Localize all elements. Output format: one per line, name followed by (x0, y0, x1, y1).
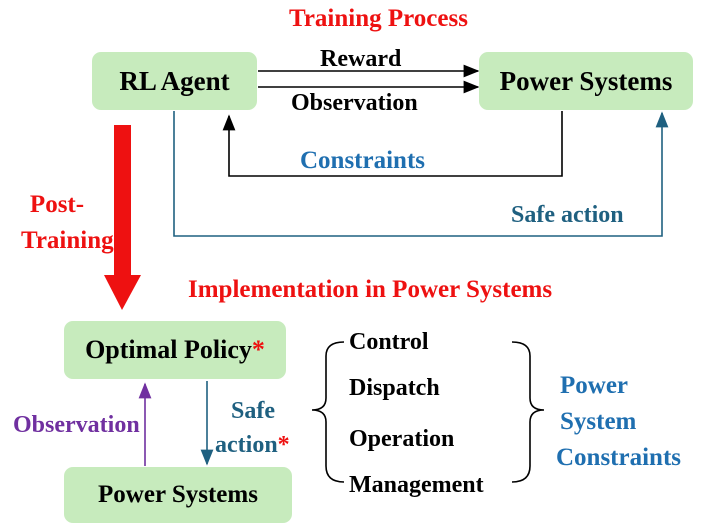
observation-label-top: Observation (291, 90, 418, 116)
power-systems-box-top: Power Systems (479, 52, 693, 110)
safe-action-line1: Safe (231, 398, 275, 424)
left-brace (311, 341, 345, 483)
group-line3: Constraints (556, 444, 682, 471)
power-system-constraints-label: Power System Constraints (556, 368, 681, 476)
safe-action-line2: action (215, 432, 278, 458)
power-systems-label-top: Power Systems (499, 65, 673, 96)
group-line2: System (560, 408, 637, 435)
power-systems-box-bottom: Power Systems (64, 467, 292, 523)
training-process-title: Training Process (289, 5, 468, 32)
power-systems-label-bottom: Power Systems (98, 481, 258, 508)
post-training-label: Post- Training (21, 187, 114, 259)
safe-action-label: Safe action (511, 202, 624, 228)
constraint-item-operation: Operation (349, 426, 455, 452)
safe-action-star: * (277, 432, 290, 458)
implementation-title: Implementation in Power Systems (188, 276, 553, 303)
post-training-line1: Post- (29, 191, 85, 218)
post-training-arrow-head (104, 275, 141, 310)
rl-agent-box: RL Agent (92, 52, 257, 110)
post-training-arrow-shaft (114, 125, 131, 275)
constraint-item-dispatch: Dispatch (349, 375, 440, 401)
constraint-item-control: Control (349, 329, 429, 355)
observation-label-bottom: Observation (13, 412, 140, 438)
constraints-label: Constraints (300, 147, 426, 174)
safe-action-arrow (173, 111, 669, 237)
constraints-arrow (222, 111, 563, 177)
reward-label: Reward (320, 46, 402, 72)
constraint-item-management: Management (349, 472, 484, 498)
optimal-policy-star: * (251, 335, 265, 364)
optimal-policy-label: Optimal Policy (85, 335, 252, 364)
safe-action-label-bottom: Safe action* (215, 394, 290, 462)
rl-agent-label: RL Agent (119, 65, 230, 96)
optimal-policy-box: Optimal Policy* (64, 321, 286, 379)
right-brace (511, 341, 545, 483)
post-training-line2: Training (21, 227, 114, 254)
group-line1: Power (560, 372, 629, 399)
